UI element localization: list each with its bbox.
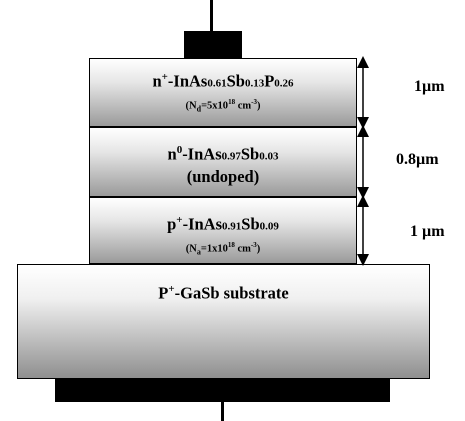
n-zero-layer-label: n0-InAs0.97Sb0.03 xyxy=(167,144,279,164)
n-plus-doping-note: (Nd=5x1018 cm-3) xyxy=(185,97,261,114)
n-plus-layer-label: n+-InAs0.61Sb0.13P0.26 xyxy=(152,71,294,91)
n-zero-layer: n0-InAs0.97Sb0.03 (undoped) xyxy=(89,127,357,197)
thickness-label-layer1: 1µm xyxy=(414,78,445,95)
bottom-metal-contact xyxy=(55,379,390,402)
substrate-label: P+-GaSb substrate xyxy=(158,283,289,303)
top-lead-wire xyxy=(210,0,213,32)
thickness-label-layer2: 0.8µm xyxy=(396,151,439,168)
p-plus-layer-label: p+-InAs0.91Sb0.09 xyxy=(167,214,279,234)
n-plus-layer: n+-InAs0.61Sb0.13P0.26 (Nd=5x1018 cm-3) xyxy=(89,58,357,127)
n-zero-undoped-note: (undoped) xyxy=(186,166,260,186)
thickness-label-layer3: 1 µm xyxy=(410,223,445,240)
gasb-substrate: P+-GaSb substrate xyxy=(17,264,430,379)
p-plus-doping-note: (Na=1x1018 cm-3) xyxy=(185,240,261,257)
top-metal-contact xyxy=(184,31,242,59)
bottom-lead-wire xyxy=(221,402,224,421)
p-plus-layer: p+-InAs0.91Sb0.09 (Na=1x1018 cm-3) xyxy=(89,197,357,264)
